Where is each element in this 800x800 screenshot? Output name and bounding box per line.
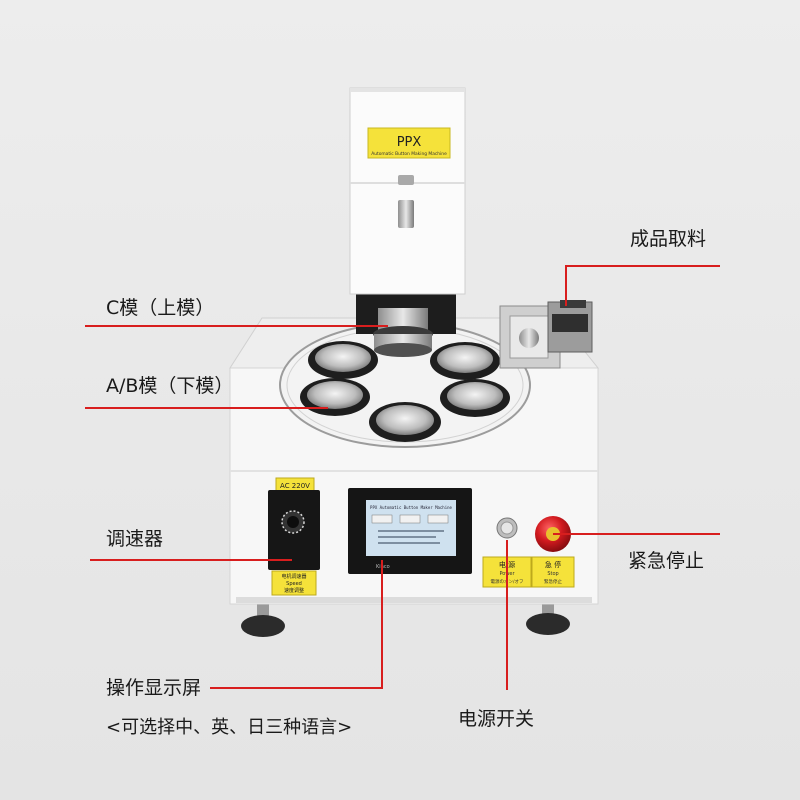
ab-mold-dish	[440, 379, 510, 417]
speed-caption-2: Speed	[286, 581, 302, 587]
ab-mold-dish	[300, 378, 370, 416]
touch-display: PPX Automatic Button Maker Machine Kinco	[348, 488, 472, 574]
press-head: PPX Automatic Button Making Machine	[349, 87, 466, 357]
finished-product-picker	[499, 300, 593, 369]
latch-handle	[398, 200, 414, 228]
screen-button	[371, 514, 393, 524]
machine-feet	[241, 600, 570, 637]
callout-language-note: <可选择中、英、日三种语言>	[106, 717, 353, 738]
screen-button	[427, 514, 449, 524]
screen-button	[399, 514, 421, 524]
callout-finished-product: 成品取料	[630, 228, 707, 250]
callout-c-mold: C模（上模）	[106, 297, 215, 319]
callout-speed-controller: 调速器	[106, 528, 164, 550]
callout-line-display	[210, 560, 383, 689]
callout-display-screen: 操作显示屏	[106, 677, 202, 699]
speed-caption-1: 电机调速器	[281, 573, 306, 580]
head-label-subtitle: Automatic Button Making Machine	[371, 151, 447, 157]
ab-mold-dish	[430, 342, 500, 380]
speed-controller: AC 220V 电机调速器 Speed 速度调整	[268, 477, 320, 596]
c-mold	[373, 308, 433, 357]
stop-label-jp: 緊急停止	[544, 578, 562, 585]
rotary-table	[279, 322, 531, 448]
callout-ab-mold: A/B模（下模）	[106, 375, 234, 397]
callout-emergency-stop: 紧急停止	[628, 550, 705, 572]
callout-power-switch: 电源开关	[458, 708, 535, 730]
stop-label-en: Stop	[547, 571, 558, 577]
callout-line-finished-product	[565, 265, 720, 306]
speed-caption-3: 速度调整	[284, 587, 304, 594]
callout-lines	[85, 265, 720, 690]
stop-label-cn: 急 停	[545, 560, 561, 569]
voltage-badge: AC 220V	[280, 482, 310, 490]
ab-mold-dish	[369, 402, 441, 442]
screen-title: PPX Automatic Button Maker Machine	[370, 505, 452, 510]
ab-mold-dish	[308, 341, 378, 379]
latch	[398, 175, 414, 185]
head-label-title: PPX	[397, 135, 422, 150]
